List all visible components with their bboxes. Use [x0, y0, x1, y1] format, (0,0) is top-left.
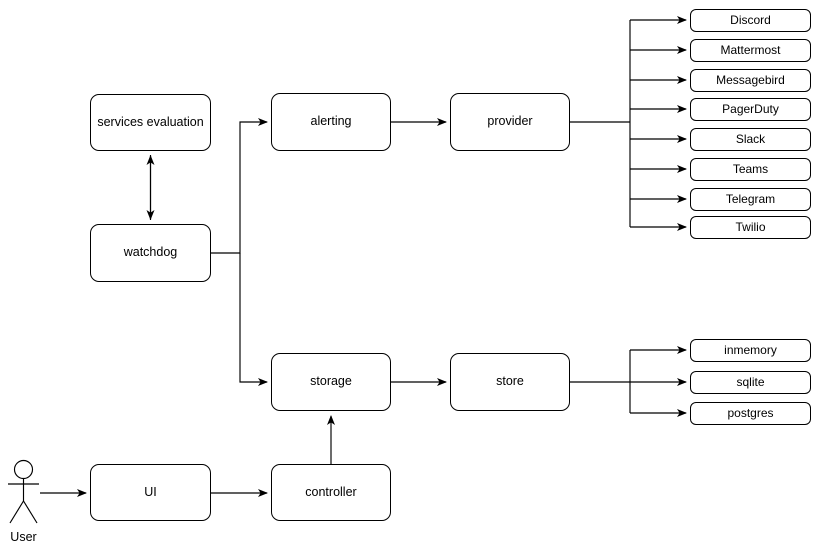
node-provider-telegram[interactable]: Telegram — [690, 188, 811, 211]
edge-watchdog-trunk — [211, 118, 268, 254]
node-provider[interactable]: provider — [450, 93, 570, 151]
node-provider-twilio[interactable]: Twilio — [690, 216, 811, 239]
node-provider-discord[interactable]: Discord — [690, 9, 811, 32]
node-storage[interactable]: storage — [271, 353, 391, 411]
node-watchdog[interactable]: watchdog — [90, 224, 211, 282]
node-services-evaluation[interactable]: services evaluation — [90, 94, 211, 151]
node-store-sqlite[interactable]: sqlite — [690, 371, 811, 394]
node-ui[interactable]: UI — [90, 464, 211, 521]
node-store-inmemory[interactable]: inmemory — [690, 339, 811, 362]
node-provider-messagebird[interactable]: Messagebird — [690, 69, 811, 92]
user-leg-left-icon — [9, 500, 24, 524]
node-provider-mattermost[interactable]: Mattermost — [690, 39, 811, 62]
edge-watchdog-storage — [239, 253, 268, 386]
node-store-postgres[interactable]: postgres — [690, 402, 811, 425]
user-actor-label: User — [10, 530, 37, 544]
node-provider-pagerduty[interactable]: PagerDuty — [690, 98, 811, 121]
node-provider-slack[interactable]: Slack — [690, 128, 811, 151]
node-controller[interactable]: controller — [271, 464, 391, 521]
node-provider-teams[interactable]: Teams — [690, 158, 811, 181]
node-alerting[interactable]: alerting — [271, 93, 391, 151]
user-head-icon — [13, 459, 34, 480]
user-leg-right-icon — [23, 500, 38, 524]
node-store[interactable]: store — [450, 353, 570, 411]
